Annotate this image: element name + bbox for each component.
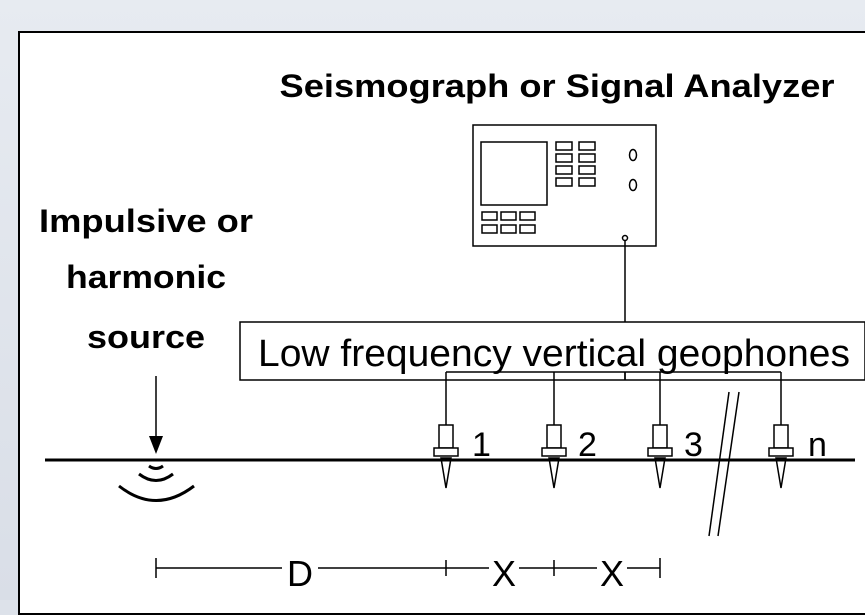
device-key (481, 211, 498, 221)
source-label: Impulsive or harmonic source (39, 203, 253, 355)
wave-arcs (118, 464, 195, 502)
geophone-1 (433, 424, 459, 489)
device-knob (628, 148, 638, 162)
source-label-line-3: source (87, 319, 205, 355)
device-screen (480, 141, 548, 206)
device-key (578, 153, 596, 163)
diagram-canvas: Seismograph or Signal Analyzer Impulsive… (39, 68, 865, 594)
device-port (621, 234, 629, 242)
device-body (472, 124, 657, 247)
device-key (555, 177, 573, 187)
device-key (500, 211, 517, 221)
analyzer-title: Seismograph or Signal Analyzer (280, 68, 835, 104)
distance-d-label: D (287, 553, 313, 594)
source-label-line-2: harmonic (66, 259, 226, 295)
geophone-2 (541, 424, 567, 489)
device-key (578, 165, 596, 175)
device-key (481, 224, 498, 234)
device-key (555, 153, 573, 163)
geophone-n (768, 424, 794, 489)
geophone-3 (647, 424, 673, 489)
distance-x2-label: X (600, 553, 624, 594)
geophone-label-box (239, 321, 865, 381)
geophone-label-3: 3 (684, 426, 703, 464)
device-key (519, 224, 536, 234)
geophone-label: Low frequency vertical geophones (258, 333, 850, 375)
source-label-line-1: Impulsive or (39, 203, 253, 239)
device-key (578, 141, 596, 151)
device-key (555, 165, 573, 175)
geophone-label-n: n (808, 426, 827, 464)
geophone-wiring (445, 371, 782, 425)
device-key (500, 224, 517, 234)
device-knob (628, 178, 638, 192)
geophone-label-1: 1 (472, 426, 491, 464)
distance-x1-label: X (492, 553, 516, 594)
distance-dimensions (155, 558, 661, 578)
source-arrow (149, 376, 163, 454)
device-key (519, 211, 536, 221)
seismograph-device (472, 124, 657, 247)
cable-break-mark (708, 391, 740, 537)
geophone-label-2: 2 (578, 426, 597, 464)
device-key (578, 177, 596, 187)
device-key (555, 141, 573, 151)
